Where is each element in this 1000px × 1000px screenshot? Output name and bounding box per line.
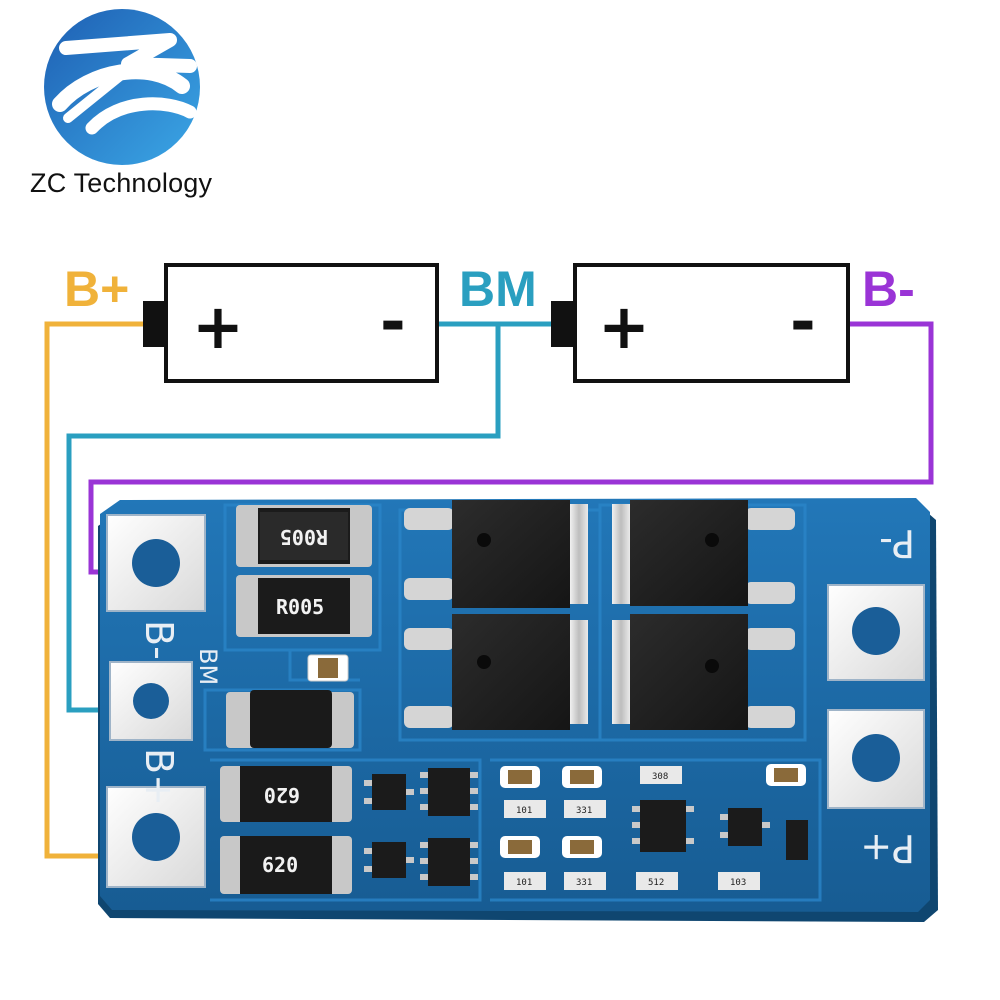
silk-label-b-plus: B+ (137, 748, 181, 806)
battery-2: + - (551, 263, 850, 383)
small-capacitor-bm (307, 654, 349, 682)
ic-sot-row (372, 768, 808, 886)
label-b-plus: B+ (64, 261, 129, 317)
svg-text:308: 308 (652, 772, 668, 782)
pad-p-minus (827, 584, 925, 681)
resistor-r005-1: R005 (236, 505, 372, 567)
capacitor-620-1: 620 (220, 766, 352, 822)
ic-pins (364, 772, 770, 880)
label-bm: BM (459, 261, 537, 317)
svg-text:331: 331 (576, 806, 592, 816)
battery-1-positive-sign: + (192, 290, 244, 363)
silk-label-bm: BM (194, 648, 222, 685)
mosfet-3 (612, 500, 795, 606)
battery-1-negative-sign: - (380, 285, 406, 358)
svg-text:R005: R005 (276, 595, 324, 619)
svg-text:512: 512 (648, 878, 664, 888)
svg-text:101: 101 (516, 806, 532, 816)
pad-b-plus (106, 786, 206, 888)
capacitor-620-2: 620 (220, 836, 352, 894)
mosfet-4 (612, 614, 795, 730)
silk-label-p-minus: P- (879, 521, 915, 565)
svg-text:103: 103 (730, 878, 746, 888)
wire-b-minus (88, 321, 934, 575)
pad-b-minus (106, 514, 206, 612)
svg-text:331: 331 (576, 878, 592, 888)
battery-1: + - (143, 263, 439, 383)
battery-1-body (164, 263, 439, 383)
resistor-r005-2: R005 (236, 575, 372, 637)
mosfet-2 (404, 614, 588, 730)
small-passives: 101 331 101 331 512 103 308 (500, 764, 806, 890)
silk-label-b-minus: B- (137, 620, 181, 660)
zc-swoosh-logo-icon (44, 9, 200, 165)
battery-2-negative-sign: - (790, 285, 816, 358)
battery-2-positive-sign: + (598, 290, 650, 363)
wire-bm (66, 321, 553, 713)
battery-2-body (573, 263, 850, 383)
diode-package (226, 690, 354, 748)
svg-text:R005: R005 (280, 525, 328, 549)
pad-bm (109, 661, 193, 741)
silk-label-p-plus: P+ (860, 826, 915, 870)
svg-text:101: 101 (516, 878, 532, 888)
battery-2-terminal (551, 301, 577, 347)
brand-name: ZC Technology (30, 168, 213, 198)
wire-b-plus (44, 321, 144, 859)
bms-pcb-board: B- BM B+ P- P+ R005 R005 (98, 498, 938, 922)
label-b-minus: B- (862, 261, 915, 317)
svg-text:620: 620 (262, 853, 298, 877)
mosfet-1 (404, 500, 588, 608)
pad-p-plus (827, 709, 925, 809)
svg-text:620: 620 (264, 783, 300, 807)
